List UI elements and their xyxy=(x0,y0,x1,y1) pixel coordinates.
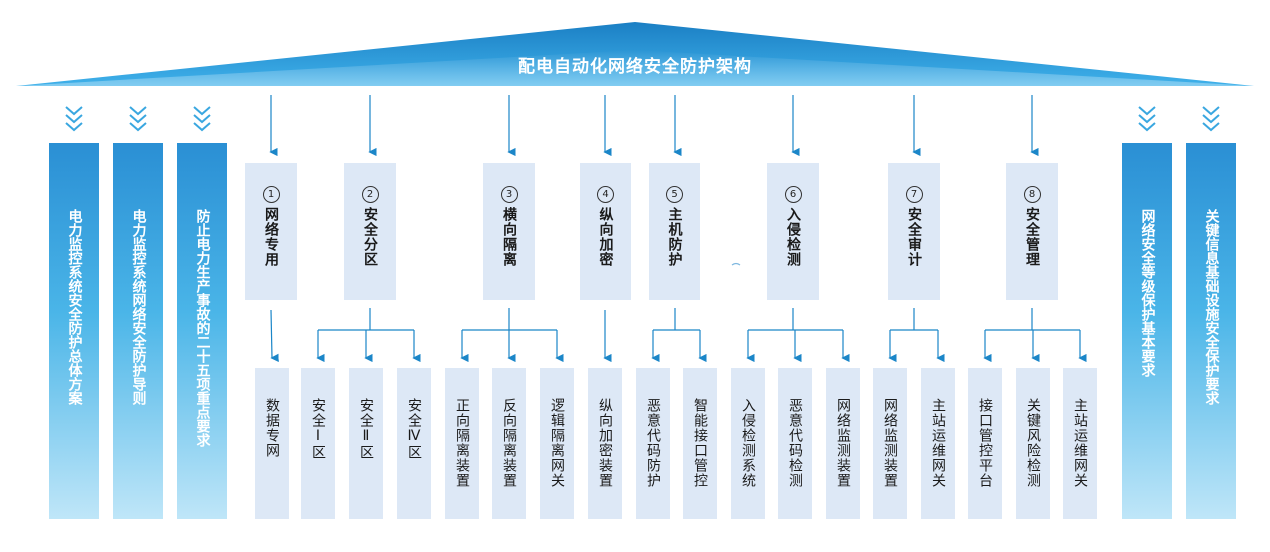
category-label: 安全审计 xyxy=(906,207,922,267)
leaf-item: 网络监测装置 xyxy=(873,368,907,519)
pillar-left-2: 电力监控系统网络安全防护导则 xyxy=(113,143,163,519)
leaf-item: 逻辑隔离网关 xyxy=(540,368,574,519)
leaf-item: 恶意代码检测 xyxy=(778,368,812,519)
leaf-item: 数据专网 xyxy=(255,368,289,519)
category-number: 7 xyxy=(905,186,923,203)
roof-banner xyxy=(16,22,1254,86)
category-vertical-encryption: 4 纵向加密 xyxy=(580,163,631,300)
leaf-item: 安全Ⅱ区 xyxy=(349,368,383,519)
category-security-management: 8 安全管理 xyxy=(1006,163,1058,300)
leaf-item: 正向隔离装置 xyxy=(445,368,479,519)
category-security-audit: 7 安全审计 xyxy=(888,163,940,300)
decorative-mark xyxy=(731,262,741,266)
category-label: 横向隔离 xyxy=(501,207,517,267)
pillar-right-1: 网络安全等级保护基本要求 xyxy=(1122,143,1172,519)
triple-chevron-down-icon xyxy=(1138,106,1156,132)
triple-chevron-down-icon xyxy=(1202,106,1220,132)
leaf-item: 反向隔离装置 xyxy=(492,368,526,519)
category-number: 5 xyxy=(666,186,683,203)
leaf-item: 接口管控平台 xyxy=(968,368,1002,519)
category-label: 入侵检测 xyxy=(785,207,801,267)
leaf-item: 智能接口管控 xyxy=(683,368,717,519)
leaf-item: 纵向加密装置 xyxy=(588,368,622,519)
category-label: 安全分区 xyxy=(362,207,378,267)
category-label: 纵向加密 xyxy=(597,207,614,267)
leaf-item: 主站运维网关 xyxy=(921,368,955,519)
triple-chevron-down-icon xyxy=(129,106,147,132)
category-number: 4 xyxy=(597,186,614,203)
leaf-item: 网络监测装置 xyxy=(826,368,860,519)
pillar-left-3: 防止电力生产事故的二十五项重点要求 xyxy=(177,143,227,519)
category-security-zoning: 2 安全分区 xyxy=(344,163,396,300)
leaf-item: 关键风险检测 xyxy=(1016,368,1050,519)
leaf-item: 入侵检测系统 xyxy=(731,368,765,519)
arrow-down-icon xyxy=(270,309,279,363)
category-network-dedicated: 1 网络专用 xyxy=(245,163,297,300)
diagram-title: 配电自动化网络安全防护架构 xyxy=(518,57,752,77)
category-number: 3 xyxy=(500,186,518,203)
category-horizontal-isolation: 3 横向隔离 xyxy=(483,163,535,300)
triple-chevron-down-icon xyxy=(193,106,211,132)
pillar-left-1: 电力监控系统安全防护总体方案 xyxy=(49,143,99,519)
category-label: 主机防护 xyxy=(666,207,683,267)
triple-chevron-down-icon xyxy=(65,106,83,132)
category-number: 8 xyxy=(1023,186,1041,203)
leaf-item: 主站运维网关 xyxy=(1063,368,1097,519)
leaf-item: 恶意代码防护 xyxy=(636,368,670,519)
pillar-right-2: 关键信息基础设施安全保护要求 xyxy=(1186,143,1236,519)
category-label: 安全管理 xyxy=(1024,207,1040,267)
category-number: 2 xyxy=(361,186,379,203)
category-intrusion-detection: 6 入侵检测 xyxy=(767,163,819,300)
category-host-protection: 5 主机防护 xyxy=(649,163,700,300)
category-label: 网络专用 xyxy=(263,207,279,267)
category-number: 1 xyxy=(262,186,280,203)
category-number: 6 xyxy=(784,186,802,203)
leaf-item: 安全Ⅰ区 xyxy=(301,368,335,519)
leaf-item: 安全Ⅳ区 xyxy=(397,368,431,519)
